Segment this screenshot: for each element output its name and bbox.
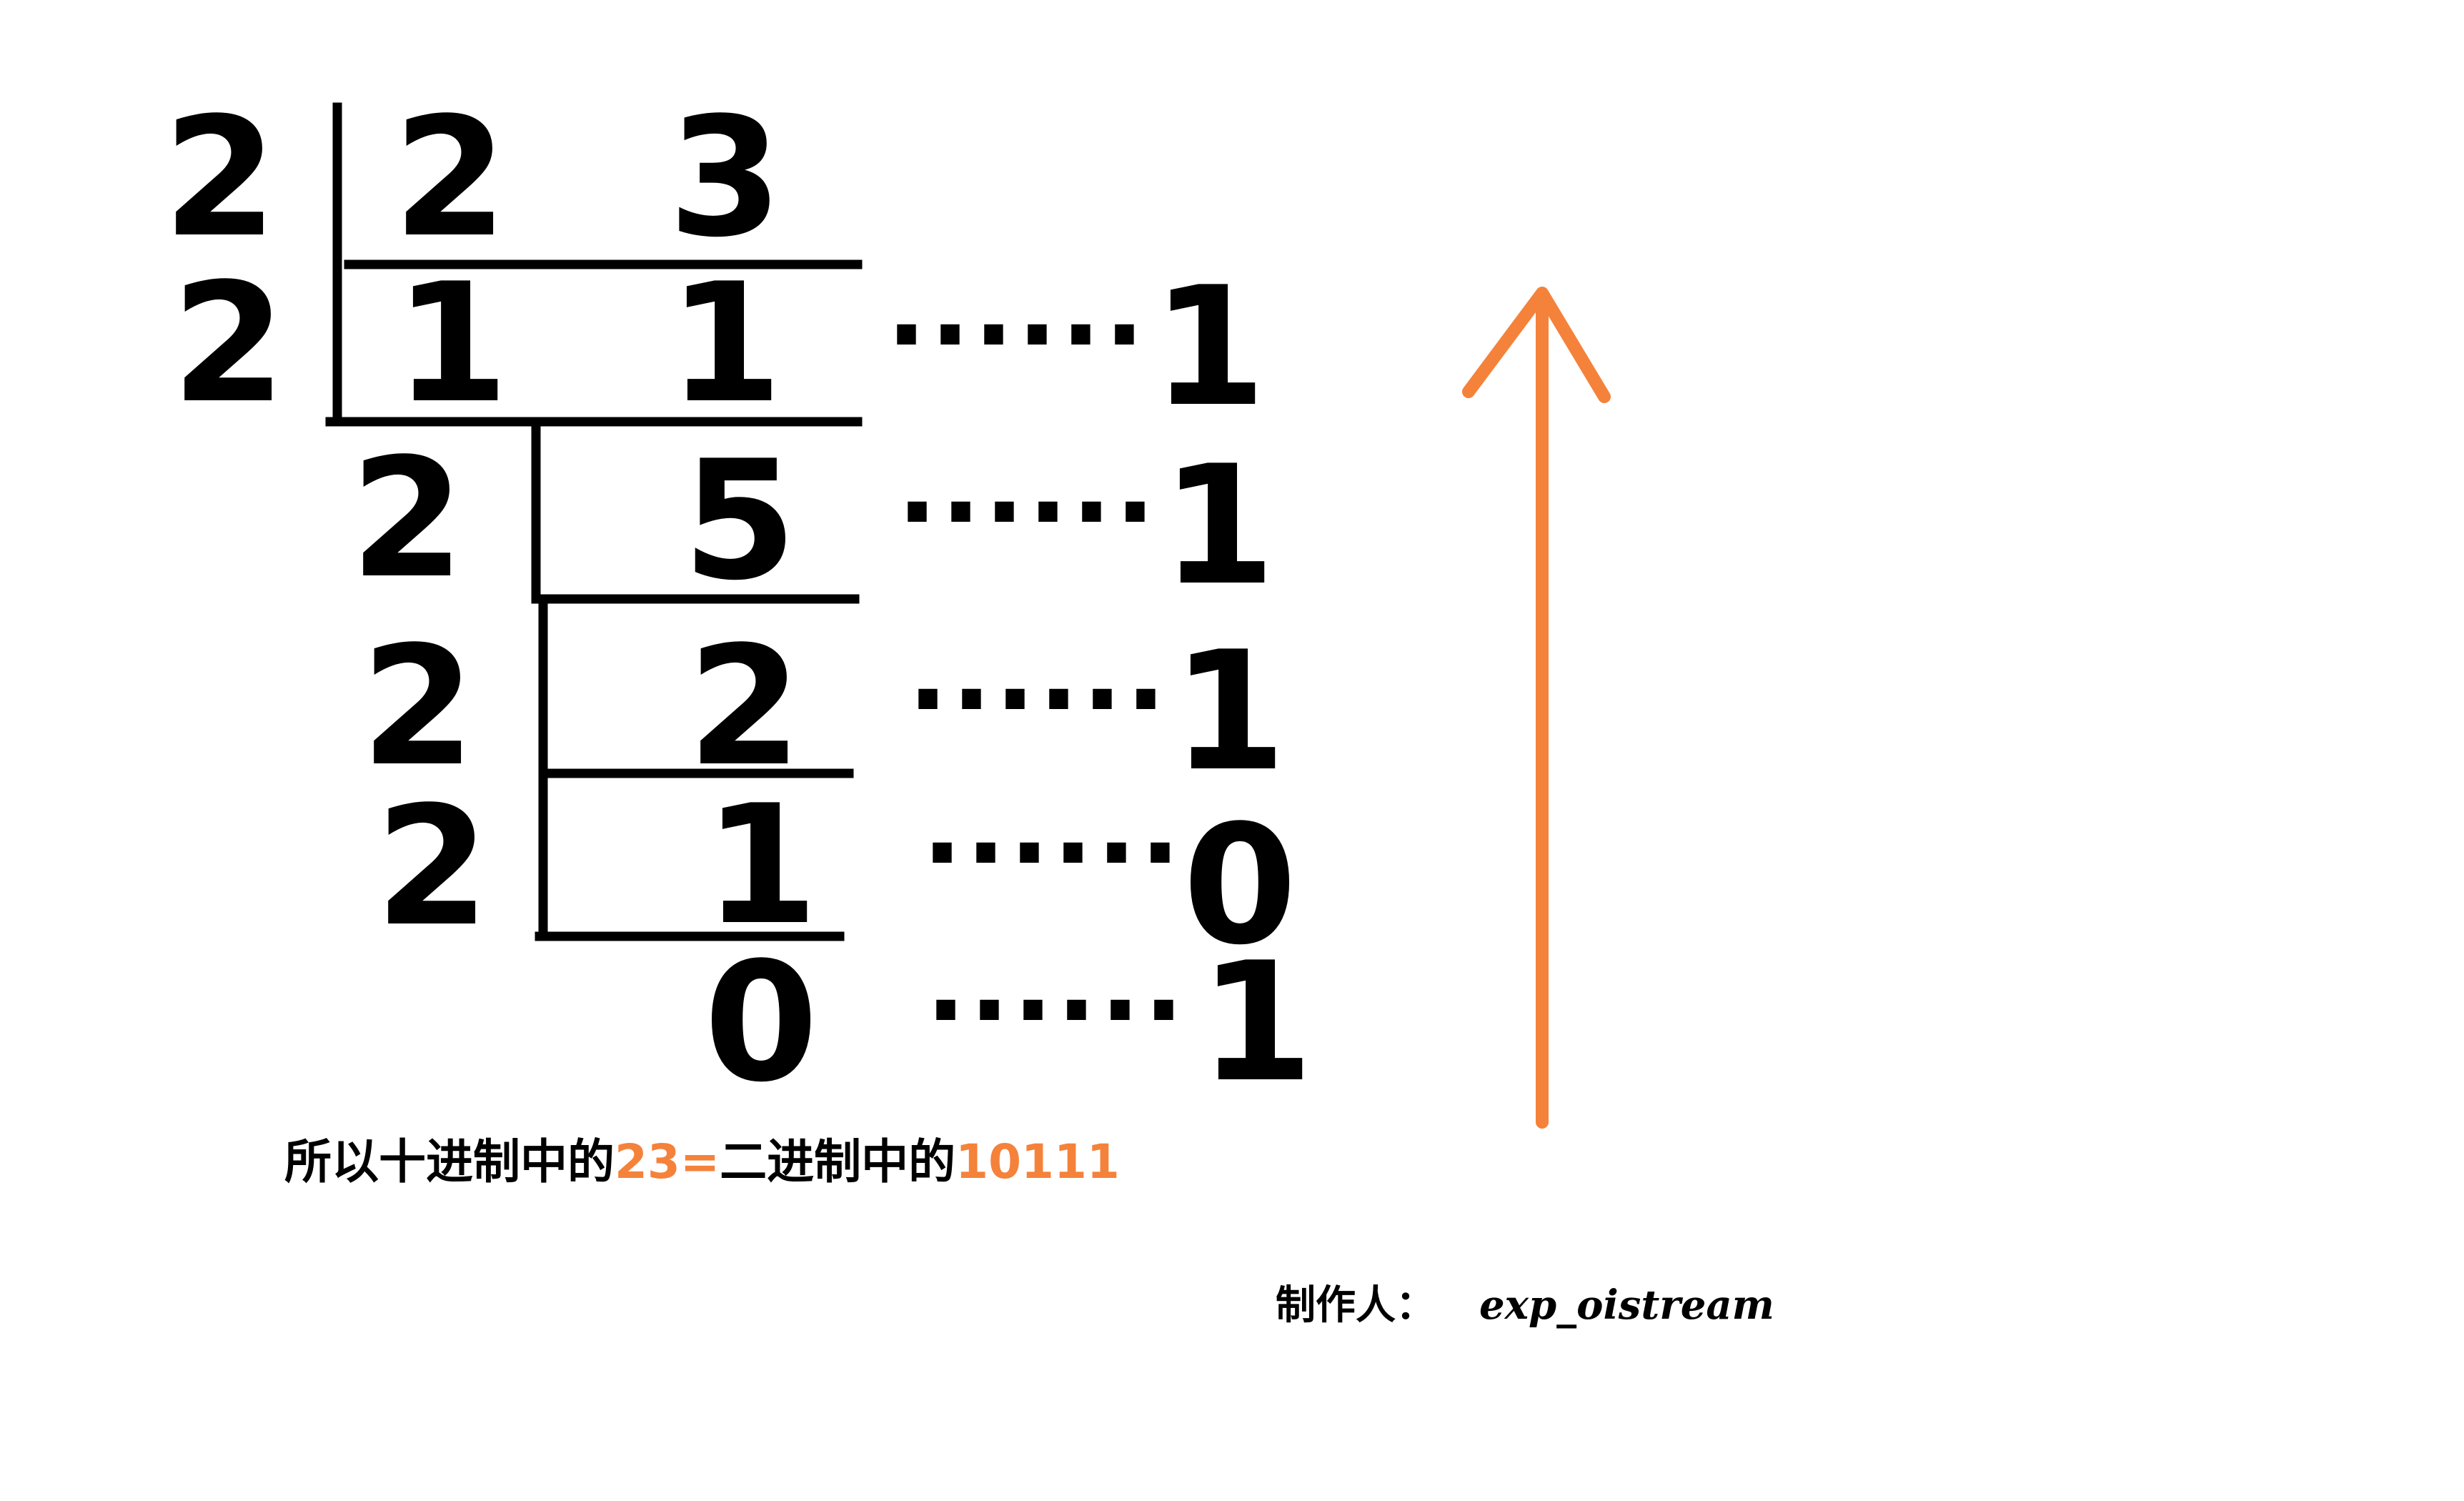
divisor-row-1: 2 [163,83,277,274]
divisor-row-3: 2 [350,424,465,615]
remainder-column: ······ 1 ······ 1 ······ 1 ······ 0 ····… [886,252,1313,1119]
quotient-column: 2 3 1 1 5 2 1 0 [393,83,818,1119]
quotient-11-ones: 1 [668,249,783,440]
dividend-digit-tens: 2 [393,83,507,274]
divisor-column: 2 2 2 2 2 [163,83,490,963]
conclusion-sentence: 所以十进制中的23=二进制中的10111 [284,1134,1120,1189]
divisor-row-4: 2 [361,612,475,803]
leader-dots-row-5: ······ [922,791,1183,916]
divisor-row-2: 2 [172,249,286,440]
arrow-up-icon [1462,287,1611,1129]
division-rules [325,102,863,941]
remainder-row-6: 1 [1199,928,1313,1119]
quotient-2: 2 [687,612,802,803]
leader-dots-row-3: ······ [897,450,1158,575]
leader-dots-row-4: ······ [908,638,1169,762]
leader-dots-row-6: ······ [925,948,1187,1073]
quotient-5: 5 [682,426,797,617]
arrow-head [1462,287,1611,403]
equals-sign: = [680,1134,720,1189]
quotient-1: 1 [704,771,818,961]
remainder-row-2: 1 [1152,252,1266,443]
conclusion-middle: 二进制中的 [720,1134,955,1189]
divisor-row-5: 2 [375,772,490,963]
credit-line: 制作人： exp_oistream [1276,1282,1774,1329]
remainder-row-5: 0 [1183,791,1297,981]
remainder-row-4: 1 [1172,617,1286,808]
leader-dots-row-2: ······ [886,273,1148,397]
dividend-digit-ones: 3 [668,83,783,274]
credit-author: exp_oistream [1479,1282,1774,1329]
decimal-value: 23 [615,1134,680,1189]
binary-value: 10111 [955,1134,1120,1189]
quotient-11-tens: 1 [394,249,509,440]
conclusion-prefix: 所以十进制中的 [284,1134,615,1189]
quotient-0: 0 [704,928,818,1119]
credit-label: 制作人： [1276,1282,1436,1329]
remainder-row-3: 1 [1161,431,1276,622]
